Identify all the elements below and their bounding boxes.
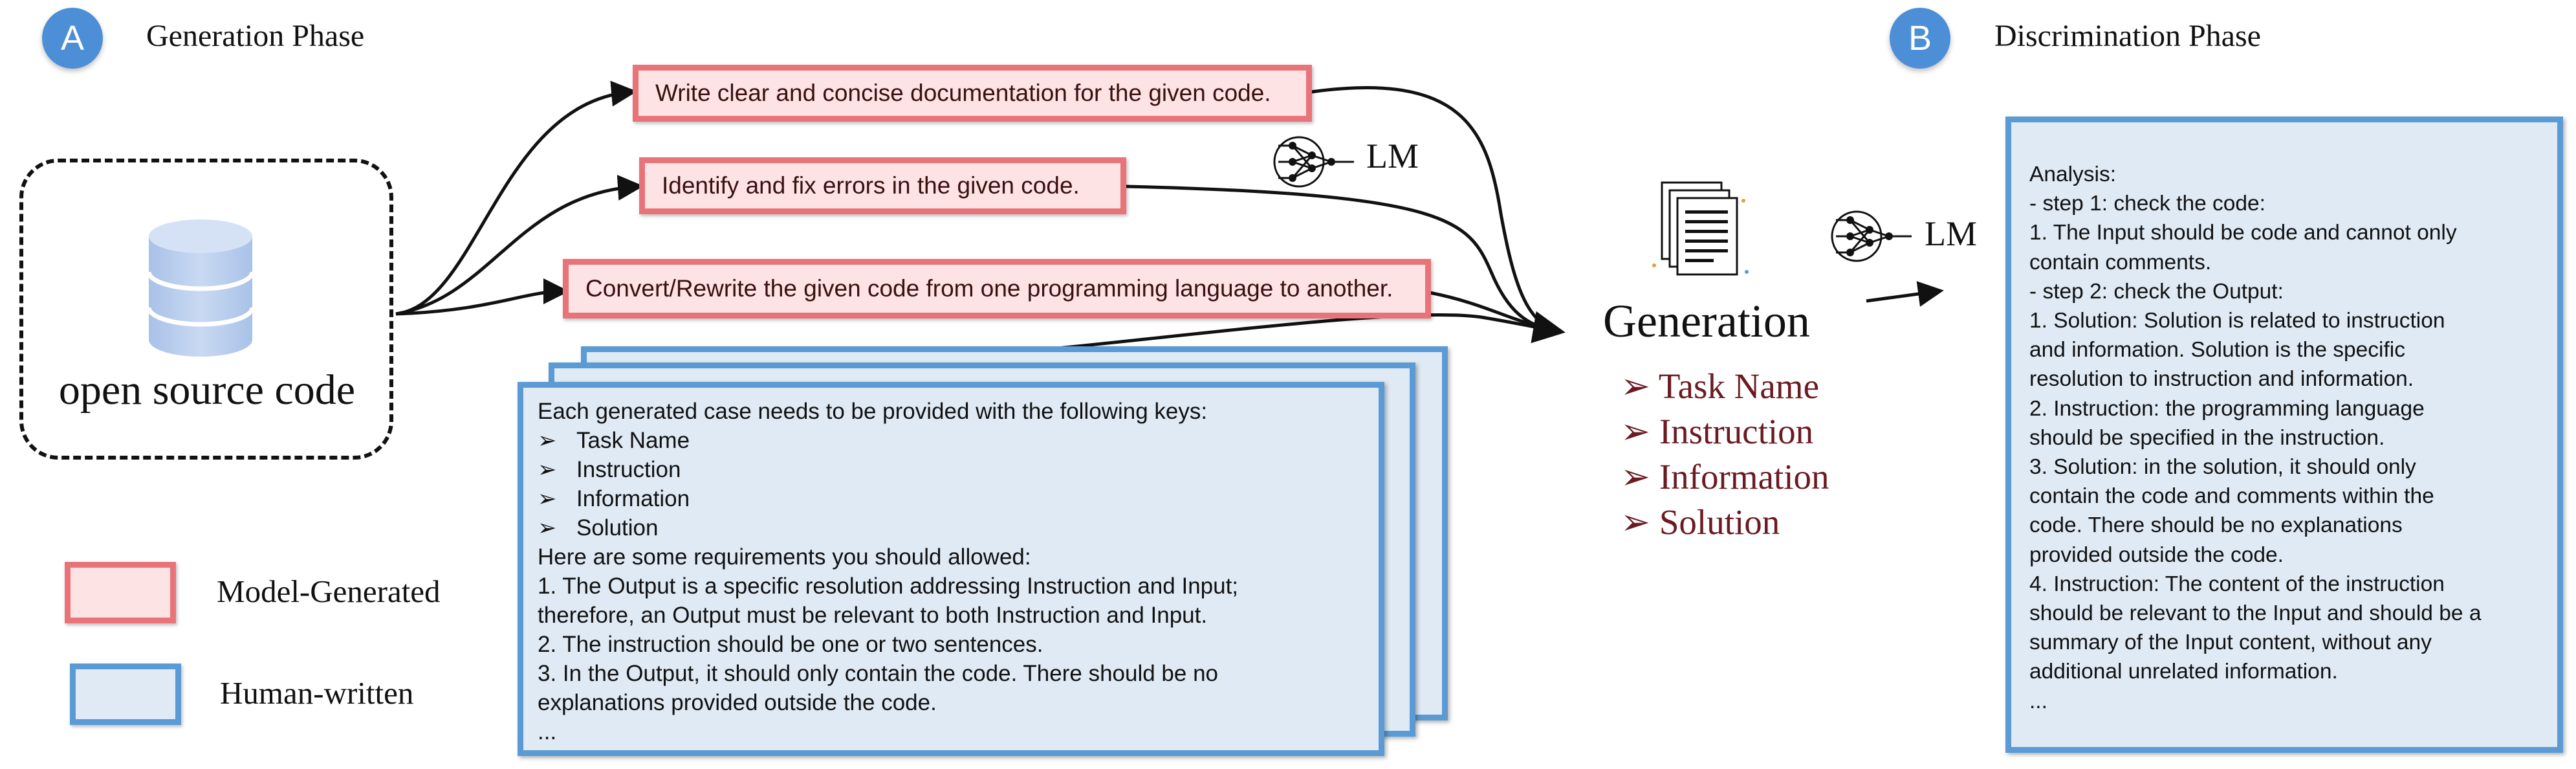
template-key-item: ➢Task Name bbox=[538, 428, 690, 453]
analysis-line: contain comments. bbox=[2029, 250, 2212, 274]
generation-item: ➢ Instruction bbox=[1621, 412, 1814, 451]
generation-items: ➢ Task Name ➢ Instruction ➢ Information … bbox=[1621, 364, 1829, 545]
analysis-line: should be relevant to the Input and shou… bbox=[2029, 601, 2482, 626]
database-icon bbox=[146, 219, 255, 357]
open-source-code-box bbox=[19, 159, 393, 460]
analysis-line: - step 1: check the code: bbox=[2029, 192, 2265, 216]
analysis-line: provided outside the code. bbox=[2029, 542, 2284, 567]
template-key-item: ➢Solution bbox=[538, 515, 659, 541]
analysis-panel: Analysis: - step 1: check the code: 1. T… bbox=[2005, 117, 2563, 753]
analysis-line: and information. Solution is the specifi… bbox=[2029, 338, 2405, 362]
analysis-line: summary of the Input content, without an… bbox=[2029, 630, 2432, 655]
template-paper-front: Each generated case needs to be provided… bbox=[518, 382, 1384, 756]
template-key-item: ➢Information bbox=[538, 486, 690, 511]
template-intro: Each generated case needs to be provided… bbox=[538, 399, 1208, 424]
legend-human-label: Human-written bbox=[220, 675, 414, 711]
analysis-line: ... bbox=[2029, 689, 2047, 713]
analysis-line: contain the code and comments within the bbox=[2029, 484, 2434, 509]
template-requirement-line: 2. The instruction should be one or two … bbox=[538, 632, 1043, 657]
generation-title: Generation bbox=[1603, 295, 1810, 347]
template-requirements-title: Here are some requirements you should al… bbox=[538, 544, 1031, 570]
legend-model-swatch bbox=[65, 562, 176, 623]
generation-item: ➢ Task Name bbox=[1621, 366, 1820, 406]
prompt-documentation: Write clear and concise documentation fo… bbox=[633, 65, 1312, 122]
template-requirement-line: 1. The Output is a specific resolution a… bbox=[538, 574, 1239, 599]
analysis-line: additional unrelated information. bbox=[2029, 660, 2338, 684]
analysis-line: 3. Solution: in the solution, it should … bbox=[2029, 455, 2416, 480]
analysis-line: 1. Solution: Solution is related to inst… bbox=[2029, 309, 2445, 333]
analysis-line: resolution to instruction and informatio… bbox=[2029, 367, 2414, 392]
prompt-documentation-text: Write clear and concise documentation fo… bbox=[655, 80, 1271, 106]
generation-item: ➢ Solution bbox=[1621, 502, 1780, 542]
template-requirement-line: 3. In the Output, it should only contain… bbox=[538, 661, 1219, 686]
analysis-line: 2. Instruction: the programming language bbox=[2029, 396, 2425, 421]
prompt-convert: Convert/Rewrite the given code from one … bbox=[563, 259, 1431, 318]
analysis-line: Analysis: bbox=[2029, 162, 2117, 186]
prompt-convert-text: Convert/Rewrite the given code from one … bbox=[585, 275, 1393, 302]
analysis-line: code. There should be no explanations bbox=[2029, 513, 2403, 538]
legend-model-label: Model-Generated bbox=[217, 574, 441, 609]
analysis-line: 1. The Input should be code and cannot o… bbox=[2029, 221, 2457, 245]
prompt-fix-errors-text: Identify and fix errors in the given cod… bbox=[662, 172, 1080, 199]
template-requirement-line: therefore, an Output must be relevant to… bbox=[538, 603, 1208, 628]
analysis-line: 4. Instruction: The content of the instr… bbox=[2029, 572, 2445, 596]
template-requirement-line: explanations provided outside the code. bbox=[538, 690, 937, 715]
phase-b-badge: B bbox=[1890, 8, 1950, 69]
phase-b-title: Discrimination Phase bbox=[1994, 19, 2261, 53]
phase-a-title: Generation Phase bbox=[146, 19, 365, 53]
source-label: open source code bbox=[58, 366, 356, 414]
template-requirement-line: ... bbox=[538, 719, 557, 744]
phase-a-badge: A bbox=[42, 8, 103, 69]
lm-label-right: LM bbox=[1925, 214, 1977, 253]
generation-item: ➢ Information bbox=[1621, 457, 1829, 496]
lm-label-top: LM bbox=[1366, 137, 1419, 175]
documents-icon bbox=[1652, 181, 1749, 276]
legend-human-swatch bbox=[70, 663, 181, 725]
analysis-line: should be specified in the instruction. bbox=[2029, 425, 2385, 450]
neural-network-icon bbox=[1273, 136, 1354, 188]
neural-network-icon bbox=[1831, 210, 1912, 262]
prompt-fix-errors: Identify and fix errors in the given cod… bbox=[639, 157, 1126, 214]
template-key-item: ➢Instruction bbox=[538, 457, 681, 482]
analysis-line: - step 2: check the Output: bbox=[2029, 279, 2284, 304]
